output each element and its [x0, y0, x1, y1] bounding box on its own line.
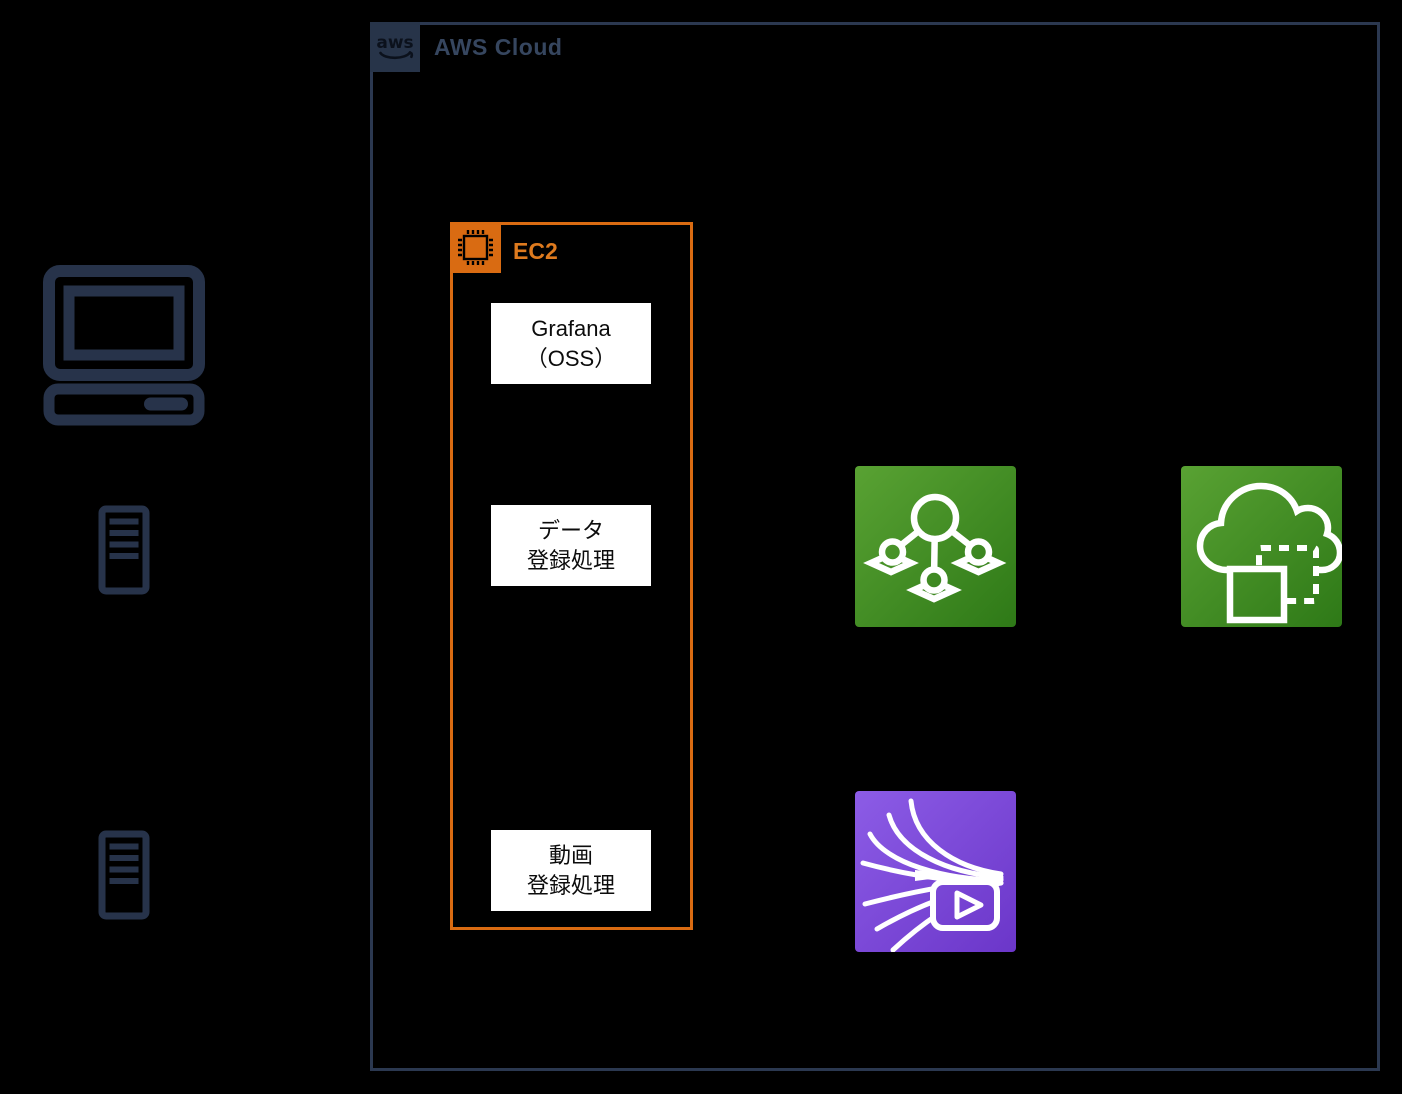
amazon-kinesis-video-streams-icon — [855, 791, 1016, 952]
grafana-node-line2: （OSS） — [525, 345, 617, 371]
aws-logo-text: aws — [376, 33, 413, 53]
aws-cloud-label: AWS Cloud — [434, 34, 563, 60]
video-registration-line1: 動画 — [548, 843, 593, 869]
server-tower-icon — [98, 505, 150, 595]
ec2-label: EC2 — [513, 238, 558, 264]
data-registration-line2: 登録処理 — [526, 547, 615, 573]
server-tower-icon — [98, 830, 150, 920]
aws-iot-device-management-icon — [855, 466, 1016, 627]
data-registration-node: データ 登録処理 — [491, 505, 651, 586]
ec2-group-box — [450, 222, 693, 930]
desktop-computer-icon — [43, 265, 205, 426]
video-registration-node: 動画 登録処理 — [491, 830, 651, 911]
aws-iot-sitewise-icon — [1181, 466, 1342, 627]
aws-cloud-container — [370, 22, 1380, 1071]
grafana-node: Grafana （OSS） — [491, 303, 651, 384]
aws-logo-icon: aws — [370, 22, 420, 72]
video-registration-line2: 登録処理 — [526, 872, 615, 898]
grafana-node-line1: Grafana — [531, 316, 611, 342]
amazon-ec2-icon — [450, 222, 501, 273]
data-registration-line1: データ — [537, 518, 604, 544]
